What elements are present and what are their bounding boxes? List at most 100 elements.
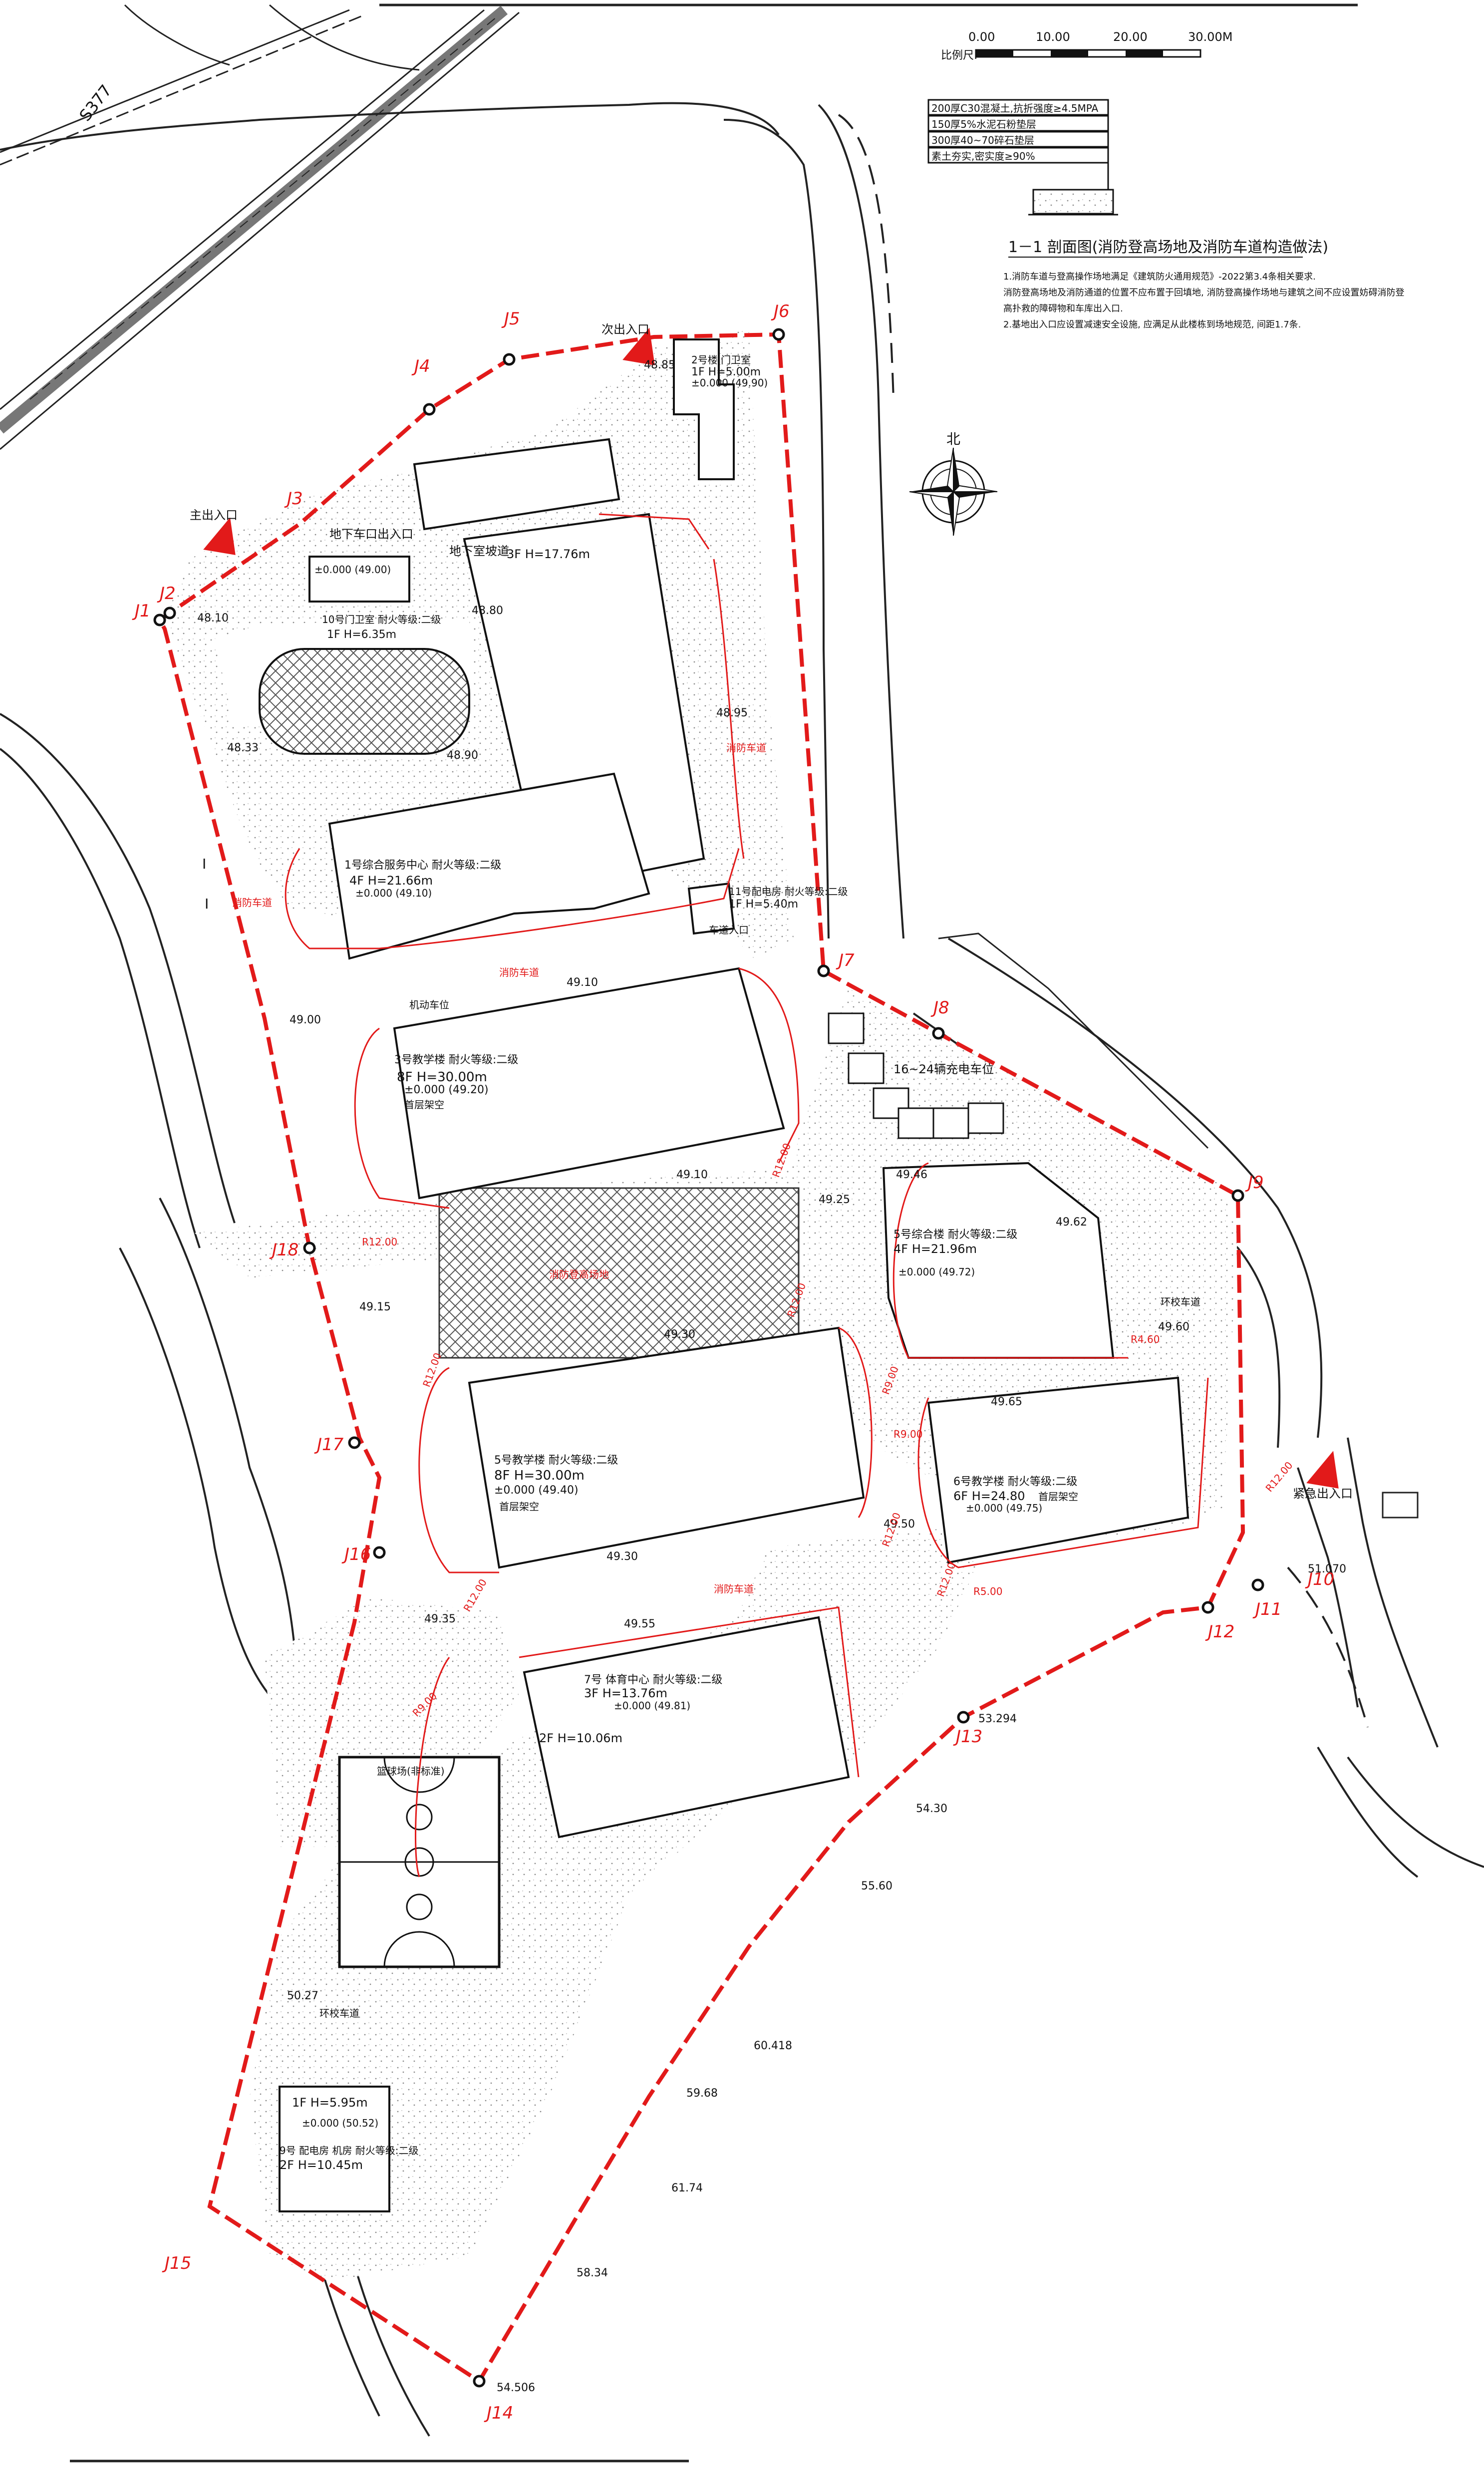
- b6-extra: 首层架空: [1038, 1491, 1078, 1503]
- north-bar: [413, 438, 620, 531]
- elev-13: 49.60: [1158, 1321, 1189, 1333]
- j2-marker: [163, 607, 176, 619]
- elev-15: 49.30: [664, 1328, 695, 1341]
- elev-25: 55.60: [861, 1880, 892, 1892]
- j5-label: J5: [501, 309, 520, 329]
- j16-marker: [373, 1546, 386, 1559]
- j11-label: J11: [1252, 1599, 1282, 1619]
- firelane-label-3: 消防车道: [726, 742, 766, 754]
- parking-label: 16~24辆充电车位: [893, 1062, 994, 1076]
- j12-marker: [1201, 1601, 1214, 1614]
- building-9: [279, 2086, 390, 2212]
- building-7: [523, 1616, 850, 1839]
- j7-marker: [817, 964, 830, 977]
- fire-lanes: [285, 513, 1209, 1877]
- note-line-4: 2.基地出入口应设置减速安全设施, 应满足从此楼栋到场地规范, 间距1.7条.: [1003, 319, 1301, 330]
- b5t-floors: 8F H=30.00m: [494, 1468, 585, 1483]
- building-10: [308, 556, 410, 603]
- b7-extra: 2F H=10.06m: [539, 1731, 622, 1745]
- entrance-flags: [203, 327, 1339, 1489]
- main-entrance-label: 主出入口: [190, 508, 238, 522]
- elev-14: 49.15: [359, 1301, 391, 1313]
- j15-label: J15: [162, 2253, 191, 2273]
- radius-12: R12.00: [461, 1577, 489, 1614]
- main-entrance-flag-icon: [203, 517, 236, 555]
- elev-30: 54.506: [497, 2382, 535, 2394]
- elev-18: 49.30: [606, 1550, 638, 1563]
- elev-23: 53.294: [978, 1713, 1017, 1725]
- elev-8: 49.10: [567, 976, 598, 989]
- elev-22: 51.070: [1308, 1563, 1346, 1575]
- elev-7: 49.00: [290, 1014, 321, 1026]
- elev-21: 50.27: [287, 1990, 318, 2002]
- j13-marker: [957, 1711, 970, 1724]
- elev-9: 49.10: [676, 1169, 708, 1181]
- section-detail: 200厚C30混凝土,抗折强度≥4.5MPA 150厚5%水泥石粉垫层 300厚…: [927, 99, 1404, 330]
- compass-icon: 北: [909, 431, 998, 536]
- elev-3: 48.33: [227, 742, 259, 754]
- elev-17: 49.50: [884, 1518, 915, 1531]
- b10-floors: 1F H=6.35m: [327, 628, 396, 641]
- note-line-2: 消防登高场地及消防通道的位置不应布置于回填地, 消防登高操作场地与建筑之间不应设…: [1003, 288, 1404, 298]
- b6-name: 6号教学楼 耐火等级:二级: [953, 1476, 1077, 1488]
- b3-elev: ±0.000 (49.20): [404, 1084, 489, 1096]
- elev-4: 48.80: [472, 605, 503, 617]
- j4-label: J4: [411, 356, 430, 376]
- j17-label: J17: [314, 1435, 344, 1455]
- b2-floors: 1F H=5.00m: [691, 366, 761, 378]
- bicycle-parking: [259, 648, 470, 755]
- b5c-floors: 4F H=21.96m: [893, 1242, 977, 1256]
- b9-elev: ±0.000 (50.52): [302, 2117, 378, 2129]
- building-6: [927, 1376, 1189, 1564]
- j3-label: J3: [284, 489, 303, 509]
- b2-name: 2号楼 门卫室: [691, 354, 751, 366]
- b9-name: 9号 配电房 机房 耐火等级:二级: [280, 2145, 419, 2157]
- ramp-label: 车道入口: [709, 924, 749, 936]
- b6-elev: ±0.000 (49.75): [966, 1502, 1042, 1514]
- section-layer-2: 150厚5%水泥石粉垫层: [931, 118, 1036, 130]
- boundary-point-labels: J1 J2 J3 J4 J5 J6 J7 J8 J9 J10 J11 J12 J…: [132, 302, 1334, 2423]
- note-line-1: 1.消防车道与登高操作场地满足《建筑防火通用规范》-2022第3.4条相关要求.: [1003, 272, 1316, 282]
- scale-tick-0: 0.00: [968, 30, 995, 44]
- radius-2: R12.00: [362, 1236, 397, 1248]
- building-3: [393, 967, 785, 1200]
- elev-16: 49.65: [991, 1396, 1022, 1408]
- area-labels: 消防车道 消防车道 消防车道 消防车道 消防登高场地 16~24辆充电车位 篮球…: [232, 742, 1200, 2019]
- building-labels: 2号楼 门卫室 1F H=5.00m ±0.000 (49.90) ±0.000…: [280, 354, 1078, 2172]
- b5c-name: 5号综合楼 耐火等级:二级: [893, 1229, 1017, 1241]
- basketball-label: 篮球场(非标准): [377, 1765, 445, 1777]
- charging-stalls: [828, 1012, 1004, 1139]
- section-markers: I I: [202, 856, 209, 912]
- fire-site-label: 消防登高场地: [549, 1268, 609, 1280]
- b9-extra: 2F H=10.45m: [280, 2158, 363, 2172]
- section-marker-2: I: [205, 896, 209, 912]
- elev-19: 49.35: [424, 1613, 456, 1625]
- b11-name: 11号配电房 耐火等级:二级: [729, 886, 848, 898]
- elev-1: 48.85: [644, 359, 675, 371]
- b1-floors: 4F H=21.66m: [349, 874, 433, 888]
- section-layer-3: 300厚40~70碎石垫层: [931, 134, 1034, 146]
- elev-2: 48.10: [197, 612, 229, 624]
- note-line-3: 高扑救的障碍物和车库出入口.: [1003, 304, 1123, 314]
- j16-label: J16: [341, 1544, 371, 1564]
- j1-marker: [153, 614, 166, 626]
- b5c-elev: ±0.000 (49.72): [898, 1266, 975, 1278]
- j6-label: J6: [771, 302, 790, 321]
- motor-parking-label: 机动车位: [409, 999, 449, 1011]
- j5-marker: [503, 353, 516, 366]
- radius-9: R12.00: [1263, 1459, 1295, 1494]
- j18-marker: [303, 1241, 316, 1254]
- j8-marker: [932, 1027, 945, 1040]
- j17-marker: [348, 1436, 361, 1449]
- j10-label: J10: [1305, 1569, 1334, 1589]
- j8-label: J8: [930, 998, 949, 1018]
- b9-floors: 1F H=5.95m: [292, 2096, 368, 2110]
- b10-elev: ±0.000 (49.00): [314, 564, 391, 576]
- building-5-teaching: [468, 1326, 865, 1569]
- elev-5: 48.90: [447, 749, 478, 762]
- secondary-entrance-flag-icon: [622, 327, 655, 365]
- fire-rescue-site: [438, 1187, 800, 1359]
- b10-name: 10号门卫室 耐火等级:二级: [322, 614, 441, 625]
- scale-tick-3: 30.00M: [1188, 30, 1232, 44]
- j9-label: J9: [1245, 1173, 1264, 1193]
